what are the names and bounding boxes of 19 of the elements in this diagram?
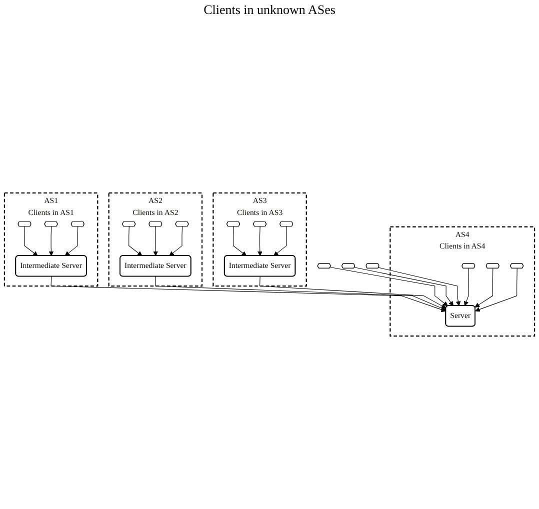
arrow bbox=[128, 226, 142, 256]
arrow bbox=[64, 226, 78, 256]
arrow bbox=[48, 226, 54, 256]
arrow bbox=[475, 268, 518, 312]
arrow bbox=[24, 226, 38, 256]
arrow bbox=[169, 226, 183, 256]
group-label: Clients in unknown ASes bbox=[204, 2, 336, 17]
arrow bbox=[378, 267, 461, 306]
arrow bbox=[50, 276, 446, 312]
arrow bbox=[260, 276, 446, 308]
arrow bbox=[464, 268, 469, 306]
arrow bbox=[274, 226, 287, 256]
arrow bbox=[155, 276, 446, 311]
arrow bbox=[257, 226, 262, 256]
arrow bbox=[330, 266, 448, 306]
arrow bbox=[153, 226, 158, 256]
arrow bbox=[474, 268, 494, 308]
arrow bbox=[232, 226, 247, 256]
arrow bbox=[354, 267, 454, 306]
